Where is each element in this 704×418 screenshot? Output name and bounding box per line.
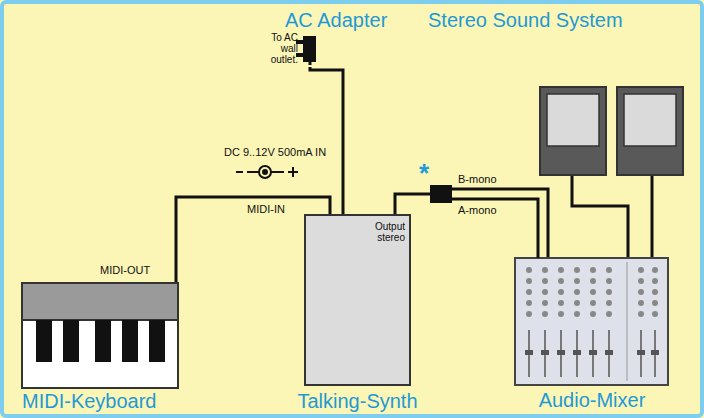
mixer-knob (542, 267, 548, 273)
mixer-knob (558, 311, 564, 317)
cable (395, 189, 548, 258)
midi-keyboard: MIDI-Keyboard (18, 283, 188, 413)
mixer-knob (542, 311, 548, 317)
mixer-knob (590, 278, 596, 284)
mixer-knob (574, 289, 580, 295)
fader-knob (589, 350, 597, 355)
node-heading: Talking-Synth (297, 389, 417, 413)
speaker (617, 87, 683, 175)
mixer-knob (652, 311, 658, 317)
mixer-knob (606, 300, 612, 306)
mixer-knob (574, 278, 580, 284)
cable (310, 67, 343, 215)
mixer-knob (652, 289, 658, 295)
mixer-knob (638, 289, 644, 295)
node-heading: AC Adapter (285, 8, 387, 32)
mixer-knob (574, 267, 580, 273)
port-label: MIDI-IN (247, 203, 285, 216)
mixer-knob (526, 278, 532, 284)
talking-synth: Talking-Synth Output stereo (300, 215, 415, 413)
mixer-knob (558, 278, 564, 284)
sound-system: Stereo Sound System (425, 6, 687, 176)
note-text: To AC wall outlet. (262, 32, 298, 65)
mixer-knob (638, 278, 644, 284)
node-heading: Stereo Sound System (428, 8, 623, 32)
ac-adapter: AC AdapterTo AC wall outlet. (260, 6, 410, 67)
mixer-knob (652, 300, 658, 306)
mixer-knob (542, 289, 548, 295)
mixer-illustration (515, 258, 668, 385)
mixer-knob (590, 267, 596, 273)
mixer-knob (574, 311, 580, 317)
fader-knob (525, 350, 533, 355)
mixer-knob (590, 300, 596, 306)
mixer-knob (590, 311, 596, 317)
fader-knob (573, 350, 581, 355)
mixer-knob (606, 278, 612, 284)
mixer-knob (526, 267, 532, 273)
callout-mark: * (419, 160, 429, 186)
synth-housing (305, 215, 410, 385)
dc-jack-symbol (236, 166, 298, 178)
y-splitter (430, 185, 538, 258)
fader-knob (557, 350, 565, 355)
mixer-divider (627, 262, 628, 381)
node-heading: MIDI-Keyboard (22, 389, 157, 413)
mixer-knob (638, 300, 644, 306)
mixer-knob (652, 278, 658, 284)
node-heading: Audio-Mixer (539, 388, 646, 412)
mixer-knob (638, 311, 644, 317)
channel-label: A-mono (458, 204, 497, 217)
mixer-knob (638, 267, 644, 273)
mixer-knob (526, 289, 532, 295)
cable (651, 176, 654, 258)
mixer-knob (526, 300, 532, 306)
fader-knob (651, 350, 659, 355)
mixer-knob (542, 278, 548, 284)
speaker (540, 87, 606, 175)
mixer-knob (606, 289, 612, 295)
cable (572, 176, 628, 258)
power-spec-label: DC 9..12V 500mA IN (222, 146, 328, 159)
mixer-knob (652, 267, 658, 273)
channel-label: B-mono (458, 173, 497, 186)
mixer-knob (606, 267, 612, 273)
port-label: MIDI-OUT (100, 264, 150, 277)
mixer-knob (526, 311, 532, 317)
fader-knob (637, 350, 645, 355)
mixer-knob (558, 289, 564, 295)
mixer-knob (590, 289, 596, 295)
mixer-knob (558, 300, 564, 306)
mixer-knob (574, 300, 580, 306)
ac-plug (296, 36, 316, 65)
mixer-knob (606, 311, 612, 317)
audio-mixer: Audio-Mixer (512, 258, 672, 414)
fader-knob (605, 350, 613, 355)
mixer-knob (542, 300, 548, 306)
fader-knob (541, 350, 549, 355)
keyboard-illustration (22, 283, 178, 388)
mixer-knob (558, 267, 564, 273)
port-label: Output stereo (353, 221, 405, 243)
